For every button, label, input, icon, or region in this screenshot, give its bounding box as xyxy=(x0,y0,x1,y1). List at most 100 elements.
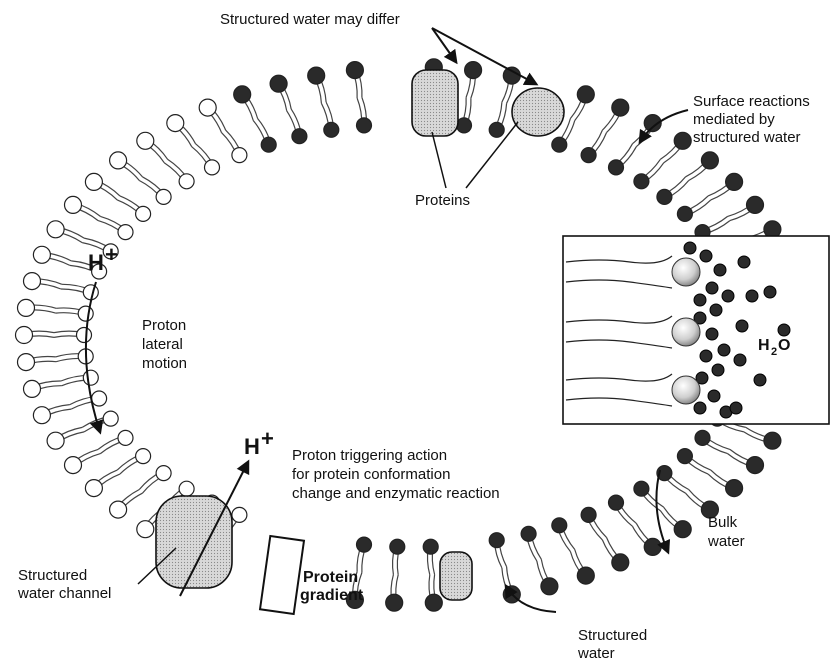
lipid-head-outer xyxy=(24,273,41,290)
label-proteins: Proteins xyxy=(415,192,470,209)
label-structured-water-bottom: Structured xyxy=(578,627,647,644)
lipid-molecule xyxy=(137,132,194,189)
lipid-head-inner xyxy=(489,533,504,548)
lipid-molecule xyxy=(18,299,94,321)
lipid-head-outer xyxy=(503,67,520,84)
label-h-plus-bottom: H xyxy=(244,434,260,459)
lipid-head-outer xyxy=(425,594,442,611)
lipid-molecule xyxy=(657,152,719,205)
water-molecule xyxy=(736,320,748,332)
water-molecule xyxy=(718,344,730,356)
label-protein-gradient: Protein xyxy=(303,569,358,586)
arrow-to-protein-top xyxy=(432,28,456,62)
label-h2o: H xyxy=(758,337,770,354)
label-h2o-sub: 2 xyxy=(771,346,777,358)
water-molecule xyxy=(712,364,724,376)
label-bulk-water: Bulk xyxy=(708,514,738,531)
water-molecule xyxy=(778,324,790,336)
lipid-head-inner xyxy=(423,539,438,554)
lipid-molecule xyxy=(386,539,405,611)
lipid-head-outer xyxy=(33,246,50,263)
lipid-head-outer xyxy=(701,152,718,169)
lipid-head-outer xyxy=(270,75,287,92)
lipid-head-outer xyxy=(110,501,127,518)
label-structured-water-bottom: water xyxy=(577,645,615,662)
lipid-molecule xyxy=(677,449,742,497)
protein-bottom xyxy=(440,552,472,600)
label-structured-water-channel: Structured xyxy=(18,567,87,584)
lipid-head-outer xyxy=(16,327,33,344)
inset-lipid-head xyxy=(672,318,700,346)
lipid-head-outer xyxy=(137,132,154,149)
water-molecule xyxy=(734,354,746,366)
protein-gradient-bracket xyxy=(260,536,304,614)
lipid-head-inner xyxy=(156,189,171,204)
lipid-head-inner xyxy=(677,449,692,464)
lipid-molecule xyxy=(85,173,150,221)
lipid-head-inner xyxy=(118,430,133,445)
lipid-molecule xyxy=(552,518,595,584)
lipid-molecule xyxy=(346,62,371,133)
label-structured-water-may-differ: Structured water may differ xyxy=(220,11,400,28)
lipid-molecule xyxy=(65,430,134,473)
lipid-molecule xyxy=(308,67,339,137)
lipid-head-outer xyxy=(85,173,102,190)
lipid-head-outer xyxy=(33,407,50,424)
lipid-head-outer xyxy=(674,132,691,149)
lipid-head-outer xyxy=(644,538,661,555)
lipid-molecule xyxy=(695,196,764,239)
lipid-head-inner xyxy=(357,118,372,133)
lipid-molecule xyxy=(270,75,307,144)
water-molecule xyxy=(684,242,696,254)
lipid-head-inner xyxy=(634,174,649,189)
lipid-head-outer xyxy=(612,99,629,116)
water-molecule xyxy=(710,304,722,316)
lipid-head-outer xyxy=(674,521,691,538)
lipid-head-inner xyxy=(77,328,92,343)
lipid-molecule xyxy=(489,533,520,603)
lipid-head-outer xyxy=(167,115,184,132)
label-surface-reactions: Surface reactions xyxy=(693,93,810,110)
lipid-head-outer xyxy=(308,67,325,84)
protein-top xyxy=(412,70,458,136)
lipid-head-inner xyxy=(489,122,504,137)
label-h-plus-left-sign: + xyxy=(105,242,118,267)
water-molecule xyxy=(738,256,750,268)
lipid-molecule xyxy=(199,99,247,163)
lipid-head-outer xyxy=(465,62,482,79)
lipid-molecule xyxy=(16,327,92,344)
lipid-head-inner xyxy=(695,430,710,445)
lipid-molecule xyxy=(167,115,220,175)
lipid-head-outer xyxy=(747,457,764,474)
lipid-head-inner xyxy=(103,411,118,426)
inset-lipid-head xyxy=(672,376,700,404)
label-structured-water-channel: water channel xyxy=(17,585,111,602)
lipid-head-inner xyxy=(634,481,649,496)
lipid-head-inner xyxy=(657,189,672,204)
lipid-head-outer xyxy=(577,86,594,103)
lipid-head-inner xyxy=(357,537,372,552)
lipid-head-outer xyxy=(577,567,594,584)
lipid-molecule xyxy=(18,349,94,371)
lipid-head-inner xyxy=(78,306,93,321)
water-molecule xyxy=(694,294,706,306)
lipid-head-inner xyxy=(390,539,405,554)
lipid-head-outer xyxy=(47,221,64,238)
label-h2o-o: O xyxy=(778,337,790,354)
lipid-molecule xyxy=(581,507,629,571)
lipid-head-inner xyxy=(136,449,151,464)
label-bulk-water: water xyxy=(707,533,745,550)
lipid-head-outer xyxy=(541,578,558,595)
water-molecule xyxy=(714,264,726,276)
water-molecule xyxy=(700,250,712,262)
lipid-head-outer xyxy=(137,521,154,538)
lipid-head-inner xyxy=(179,174,194,189)
lipid-head-inner xyxy=(232,507,247,522)
label-surface-reactions: mediated by xyxy=(693,111,775,128)
label-proton-triggering: Proton triggering action xyxy=(292,447,447,464)
lipid-head-inner xyxy=(205,160,220,175)
lipid-head-inner xyxy=(581,148,596,163)
lipid-molecule xyxy=(609,115,662,175)
water-molecule xyxy=(694,402,706,414)
